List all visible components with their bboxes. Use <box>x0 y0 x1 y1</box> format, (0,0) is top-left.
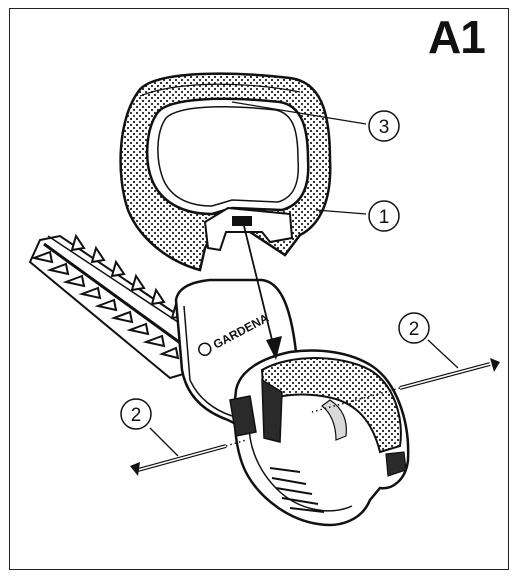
screw-left <box>130 439 247 476</box>
figure-label: A1 <box>428 11 486 63</box>
callout-leaders <box>149 101 459 457</box>
front-handle-loop <box>119 72 332 272</box>
screw-right <box>311 358 500 413</box>
callout-1-number: 1 <box>379 207 390 228</box>
cutting-blade <box>28 233 202 380</box>
blade-teeth <box>30 233 186 360</box>
callout-2-right: 2 <box>398 312 430 344</box>
callout-2-right-number: 2 <box>409 319 420 340</box>
callout-1: 1 <box>368 200 400 232</box>
rear-housing <box>229 349 410 527</box>
handle-mount <box>203 206 294 252</box>
vent-slots <box>269 467 325 513</box>
callout-2-left-number: 2 <box>131 405 142 426</box>
callout-2-left: 2 <box>120 398 152 430</box>
callout-3: 3 <box>368 110 400 142</box>
insertion-arrow <box>243 225 282 360</box>
callout-3-number: 3 <box>379 117 390 138</box>
